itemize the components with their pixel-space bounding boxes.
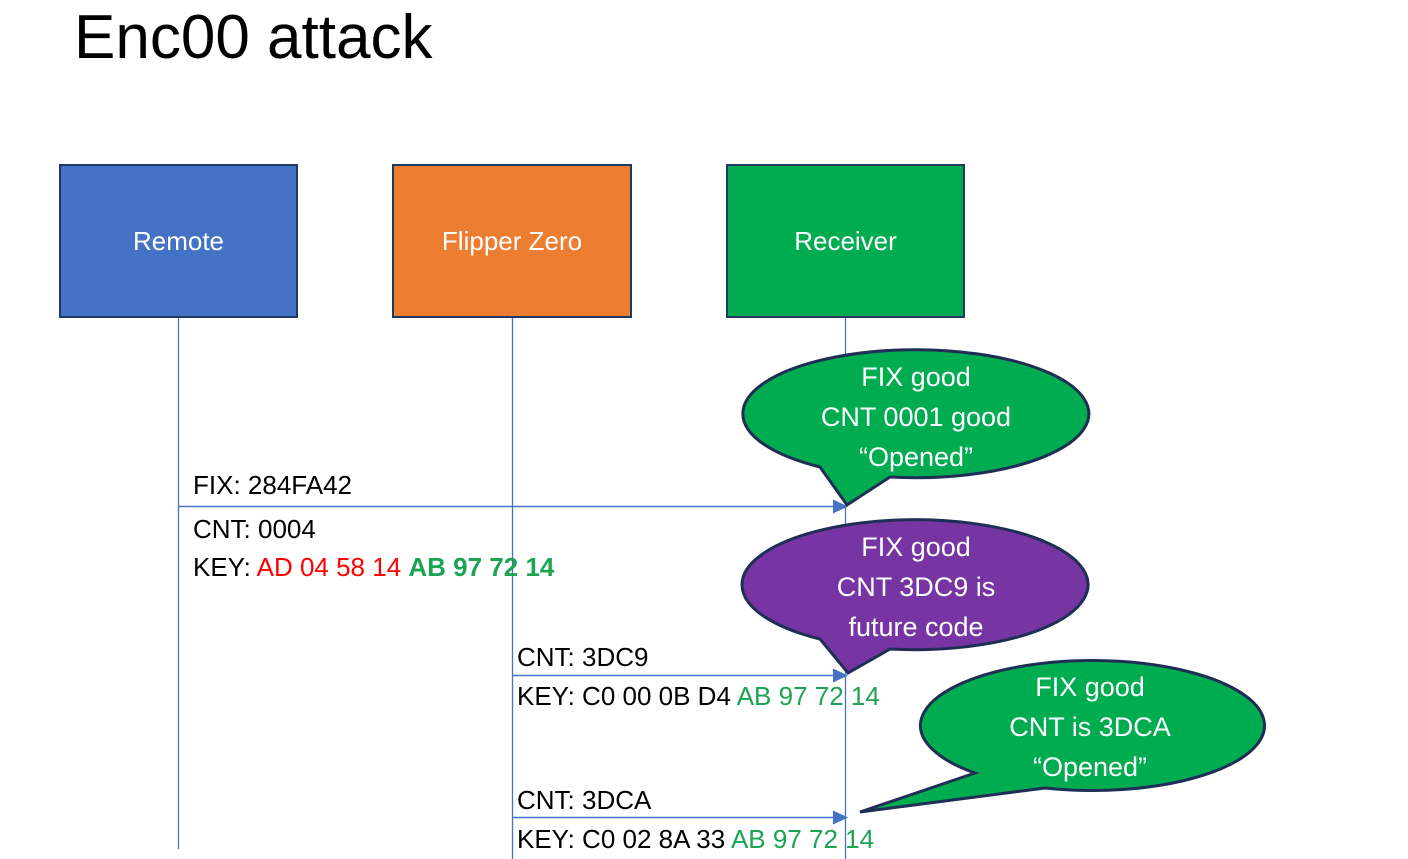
callout-2-line-1: FIX good xyxy=(861,532,971,562)
message-1-label-cnt: CNT: 0004 xyxy=(193,514,316,545)
message-1-cnt-text: CNT: 0004 xyxy=(193,514,316,544)
callout-1-line-2: CNT 0001 good xyxy=(820,402,1012,432)
callout-2-text: FIX good CNT 3DC9 is future code xyxy=(741,527,1091,647)
slide-title: Enc00 attack xyxy=(74,3,433,72)
message-1-label-key: KEY: AD 04 58 14 AB 97 72 14 xyxy=(193,552,554,583)
actor-label-remote: Remote xyxy=(132,225,225,256)
callout-3-line-1: FIX good xyxy=(1035,672,1145,702)
message-3-label-key: KEY: C0 02 8A 33 AB 97 72 14 xyxy=(517,824,874,855)
callout-2-line-2: CNT 3DC9 is xyxy=(836,572,996,602)
message-2-key-fixed-bytes: AB 97 72 14 xyxy=(736,681,880,711)
message-1-key-prefix: KEY: xyxy=(193,552,257,582)
callout-1-line-1: FIX good xyxy=(861,362,971,392)
message-2-arrowhead-icon xyxy=(833,668,848,683)
callout-bubble-3 xyxy=(859,659,1266,814)
callout-3-line-2: CNT is 3DCA xyxy=(1009,712,1171,742)
message-3-key-prefix: KEY: C0 02 8A 33 xyxy=(517,824,731,854)
message-1-key-fixed-bytes: AB 97 72 14 xyxy=(408,552,555,582)
message-1-label-fix: FIX: 284FA42 xyxy=(193,470,352,500)
callout-1-text: FIX good CNT 0001 good “Opened” xyxy=(741,357,1091,477)
callout-2-line-3: future code xyxy=(848,612,984,642)
message-2-key-prefix: KEY: C0 00 0B D4 xyxy=(517,681,737,711)
callout-bubble-1 xyxy=(741,348,1091,508)
actor-label-flipper-zero: Flipper Zero xyxy=(441,225,583,256)
message-3-label-cnt: CNT: 3DCA xyxy=(517,785,652,815)
actor-label-receiver: Receiver xyxy=(794,225,897,256)
callout-3-text: FIX good CNT is 3DCA “Opened” xyxy=(915,667,1265,787)
message-3-key-fixed-bytes: AB 97 72 14 xyxy=(730,824,875,854)
actor-box-receiver: Receiver xyxy=(726,164,965,318)
callout-3-line-3: “Opened” xyxy=(1032,752,1148,782)
callout-bubble-2 xyxy=(740,518,1090,675)
message-3-arrowhead-icon xyxy=(833,810,848,825)
message-2-label-key: KEY: C0 00 0B D4 AB 97 72 14 xyxy=(517,681,880,712)
callout-1-line-3: “Opened” xyxy=(858,442,974,472)
actor-box-remote: Remote xyxy=(59,164,298,318)
actor-box-flipper-zero: Flipper Zero xyxy=(392,164,632,318)
message-2-label-cnt: CNT: 3DC9 xyxy=(517,642,649,672)
message-1-key-changed-bytes: AD 04 58 14 xyxy=(256,552,409,582)
message-1-arrowhead-icon xyxy=(833,499,848,514)
